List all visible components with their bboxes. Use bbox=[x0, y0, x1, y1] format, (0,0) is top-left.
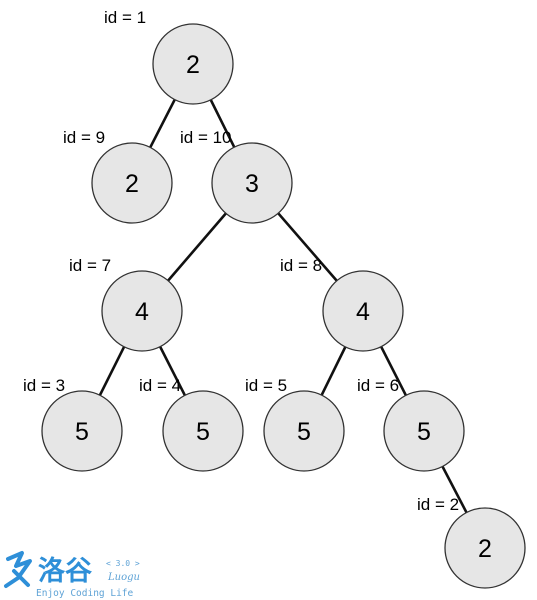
node-value: 5 bbox=[297, 418, 311, 446]
node-circle bbox=[211, 142, 293, 224]
node-id-label: id = 10 bbox=[180, 128, 232, 147]
node-circle bbox=[263, 390, 345, 472]
node-id-label: id = 6 bbox=[357, 376, 399, 395]
node-circle bbox=[152, 23, 234, 105]
node-id-label: id = 7 bbox=[69, 256, 111, 275]
node-circle bbox=[444, 507, 526, 589]
node-circle bbox=[41, 390, 123, 472]
node-value: 5 bbox=[417, 418, 431, 446]
node-value: 2 bbox=[478, 535, 492, 563]
node-value: 4 bbox=[356, 298, 370, 326]
tree-node: 2 id = 2 bbox=[417, 495, 526, 589]
node-id-label: id = 8 bbox=[280, 256, 322, 275]
tree-node: 2 id = 9 bbox=[63, 128, 173, 224]
node-id-label: id = 5 bbox=[245, 376, 287, 395]
tree-node: 5 id = 3 bbox=[23, 376, 123, 472]
tree-node: 5 id = 4 bbox=[139, 376, 244, 472]
watermark-version: < 3.0 > bbox=[106, 559, 140, 568]
node-value: 3 bbox=[245, 170, 259, 198]
node-value: 2 bbox=[125, 170, 139, 198]
node-circle bbox=[322, 270, 404, 352]
tree-node: 5 id = 6 bbox=[357, 376, 465, 472]
node-id-label: id = 9 bbox=[63, 128, 105, 147]
node-id-label: id = 1 bbox=[104, 8, 146, 27]
node-id-label: id = 4 bbox=[139, 376, 181, 395]
tree-nodes: 2 id = 1 2 id = 9 3 id = 10 4 id = 7 4 id = 8 5 id … bbox=[23, 8, 526, 589]
watermark-name-en: Luogu bbox=[107, 572, 140, 583]
node-circle bbox=[383, 390, 465, 472]
tree-node: 4 id = 7 bbox=[69, 256, 183, 352]
node-id-label: id = 3 bbox=[23, 376, 65, 395]
tree-node: 2 id = 1 bbox=[104, 8, 234, 105]
tree-node: 3 id = 10 bbox=[180, 128, 293, 224]
node-circle bbox=[91, 142, 173, 224]
node-circle bbox=[162, 390, 244, 472]
node-id-label: id = 2 bbox=[417, 495, 459, 514]
node-value: 2 bbox=[186, 51, 200, 79]
luogu-logo-icon bbox=[4, 551, 32, 588]
node-value: 5 bbox=[75, 418, 89, 446]
tree-node: 4 id = 8 bbox=[280, 256, 404, 352]
watermark-tagline: Enjoy Coding Life bbox=[36, 588, 134, 599]
watermark-name-cn: 洛谷 bbox=[38, 556, 93, 587]
luogu-watermark: 洛谷 < 3.0 > Luogu Enjoy Coding Life bbox=[4, 551, 140, 599]
node-value: 5 bbox=[196, 418, 210, 446]
node-value: 4 bbox=[135, 298, 149, 326]
tree-node: 5 id = 5 bbox=[245, 376, 345, 472]
node-circle bbox=[101, 270, 183, 352]
